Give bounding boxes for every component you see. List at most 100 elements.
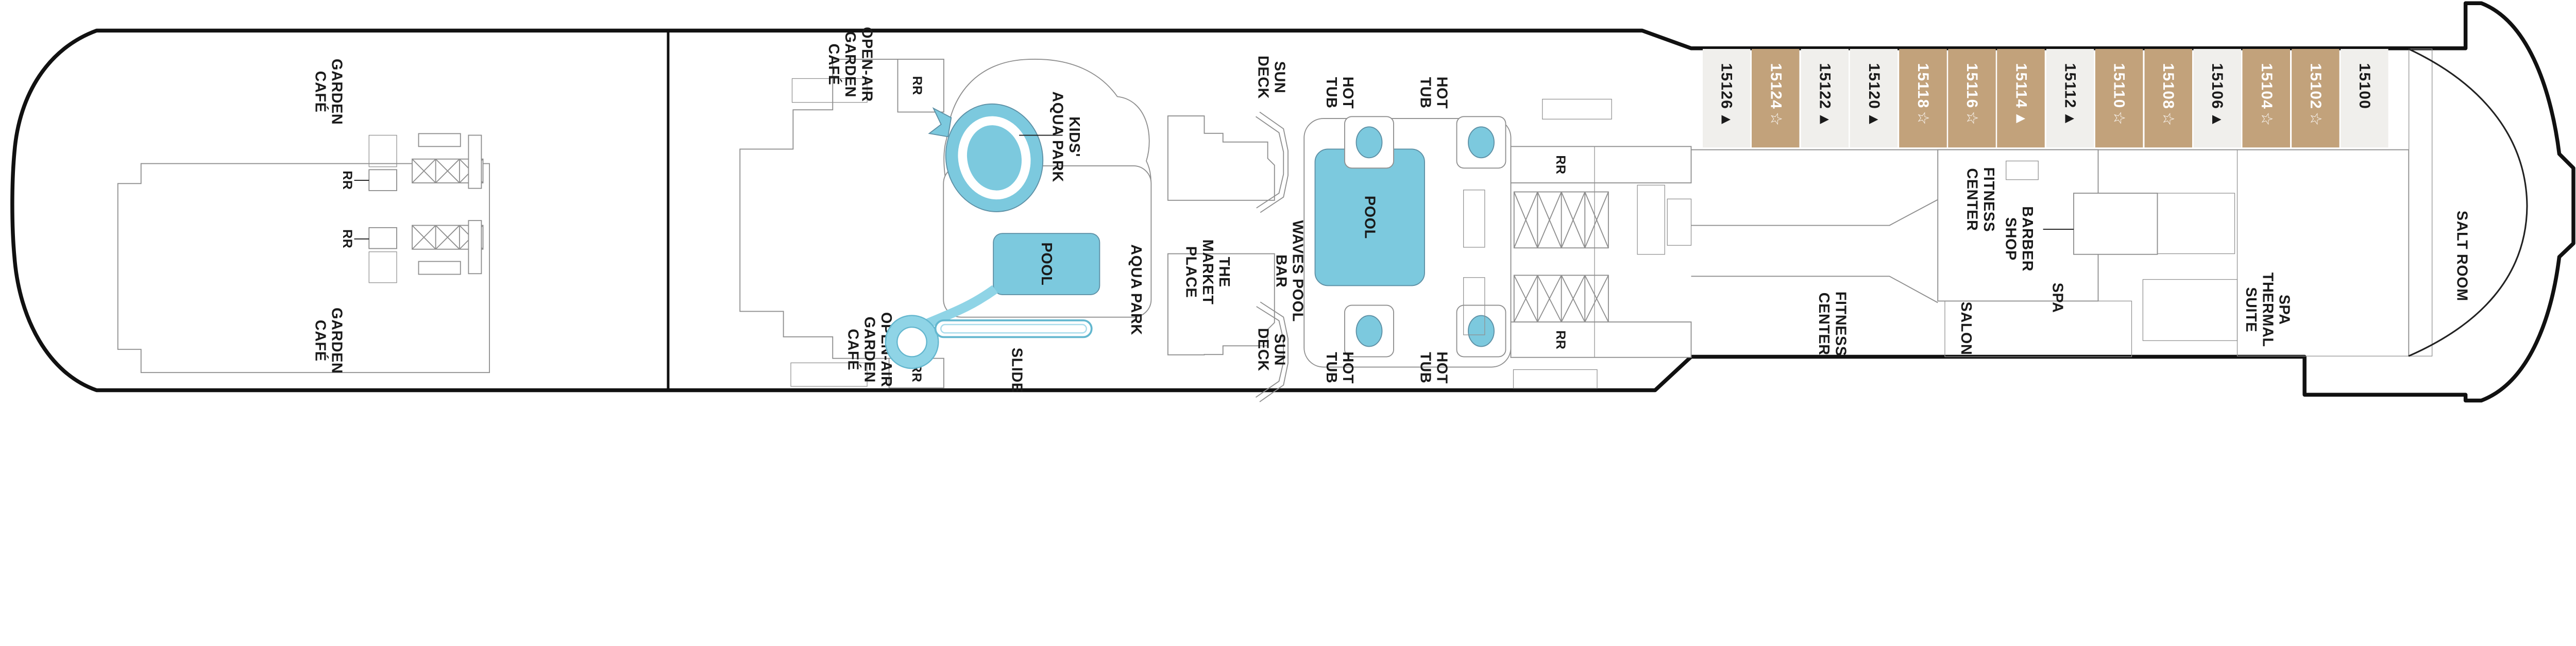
svg-text:15120▲: 15120▲ [1866, 63, 1883, 128]
cabin-15104[interactable]: 15104☆ [2242, 49, 2291, 148]
hot-tub [1355, 126, 1383, 159]
spa-label: SPA [2049, 283, 2066, 313]
stairs-block [1513, 275, 1609, 322]
stair-ladder [2006, 160, 2039, 180]
cabin-15124[interactable]: 15124☆ [1752, 49, 1800, 148]
aqua-park-label: AQUA PARK [1128, 244, 1144, 335]
open-air-deck-outline [739, 59, 898, 359]
svg-text:15116☆: 15116☆ [1963, 63, 1980, 126]
slide-label: SLIDE [1009, 348, 1025, 393]
stern-inner-curve [2408, 48, 2528, 357]
svg-text:15122▲: 15122▲ [1816, 63, 1833, 128]
cabin-15110[interactable]: 15110☆ [2095, 49, 2143, 148]
sun-deck-railing [1255, 111, 1289, 402]
hot-tub-label: HOTTUB [1417, 351, 1450, 384]
restroom-label: RR [340, 229, 354, 248]
hot-tub-pod [1456, 304, 1506, 358]
cabin-15102[interactable]: 15102☆ [2292, 49, 2340, 148]
hot-tub [1468, 315, 1495, 347]
salon-label: SALON [1958, 302, 1974, 355]
restroom-box [897, 59, 944, 113]
fitness-center-room [1937, 149, 2099, 302]
cabin-15108[interactable]: 15108☆ [2144, 49, 2193, 148]
garden-cafe-label: GARDENCAFÉ [312, 59, 345, 125]
salt-room-label: SALT ROOM [2454, 211, 2470, 301]
kiddie-pool [928, 103, 1044, 212]
gangway-hatch [1513, 369, 1598, 389]
hot-tub [1468, 126, 1495, 159]
cabin-15118[interactable]: 15118☆ [1899, 49, 1947, 148]
service-slab [468, 134, 482, 189]
market-place-room [1167, 253, 1275, 355]
fitness-center-label: FITNESSCENTER [1816, 292, 1849, 356]
hot-tub-label: HOTTUB [1323, 351, 1356, 384]
hot-tub-label: HOTTUB [1323, 77, 1356, 109]
restroom-band [1510, 146, 1692, 183]
gangway-hatch [791, 78, 868, 103]
gangway-hatch [790, 362, 868, 387]
service-box [418, 261, 461, 275]
water-slide-lane [934, 319, 1093, 338]
fitness-center-label: FITNESSCENTER [1964, 167, 1997, 232]
svg-text:15106▲: 15106▲ [2209, 63, 2226, 128]
svg-text:15124☆: 15124☆ [1767, 63, 1784, 127]
service-box [418, 133, 461, 147]
svg-text:15100: 15100 [2356, 63, 2373, 110]
hot-tub-pod [1344, 304, 1394, 358]
cabin-15100[interactable]: 15100 [2341, 49, 2388, 148]
waves-pool-bar-label: WAVES POOLBAR [1273, 220, 1306, 322]
elevator-shaft [368, 251, 397, 283]
cabin-15122[interactable]: 15122▲ [1801, 49, 1849, 148]
cabin-15116[interactable]: 15116☆ [1948, 49, 1996, 148]
garden-cafe-label: GARDENCAFÉ [312, 308, 345, 373]
salon-room [1944, 300, 2132, 358]
elevator-shaft [368, 134, 397, 167]
salt-room-corridor [2409, 48, 2433, 356]
svg-text:15114▲: 15114▲ [2013, 63, 2030, 127]
hot-tub [1355, 315, 1383, 347]
hot-tub-label: HOTTUB [1417, 77, 1450, 109]
cabin-15112[interactable]: 15112▲ [2046, 49, 2094, 148]
restroom-box [368, 169, 397, 191]
deck-plan: GARDENCAFÉ GARDENCAFÉ RR RR OPEN-AIRGARD… [10, 1, 2575, 403]
escalator [1637, 184, 1665, 255]
svg-text:15112▲: 15112▲ [2062, 63, 2079, 127]
garden-cafe-room [117, 163, 490, 373]
waves-pool-label: POOL [1362, 196, 1378, 239]
restroom-band [1510, 321, 1692, 358]
svg-text:15110☆: 15110☆ [2111, 63, 2128, 126]
service-slab [468, 220, 482, 275]
sun-deck-label: SUNDECK [1255, 328, 1287, 371]
aqua-park-pool [993, 233, 1100, 295]
open-air-garden-cafe-label: OPEN-AIRGARDENCAFÉ [825, 27, 875, 102]
stair-ladder [1463, 277, 1485, 335]
cabin-15120[interactable]: 15120▲ [1850, 49, 1898, 148]
sun-deck-label: SUNDECK [1255, 56, 1287, 99]
hot-tub-pod [1456, 116, 1506, 169]
svg-text:15104☆: 15104☆ [2258, 63, 2275, 127]
spa-room [2142, 279, 2238, 341]
market-place-label: THEMARKETPLACE [1183, 240, 1232, 305]
cabin-15114[interactable]: 15114▲ [1997, 49, 2045, 148]
hot-tub-pod [1344, 116, 1394, 169]
spa-thermal-suite-label: SPATHERMALSUITE [2243, 273, 2292, 347]
cabin-row: 15126▲ 15124☆ 15122▲ 15120▲ 15118☆ 15116… [1703, 49, 2388, 148]
hull-outline [10, 1, 2575, 403]
spa-room [2157, 193, 2235, 254]
cabin-15126[interactable]: 15126▲ [1703, 49, 1751, 148]
restroom-label: RR [340, 171, 354, 190]
svg-text:15118☆: 15118☆ [1914, 63, 1931, 126]
market-place-room [1167, 115, 1275, 201]
gangway-hatch [1542, 98, 1612, 120]
kids-aqua-park-label: KIDS'AQUA PARK [1049, 91, 1082, 182]
water-slide [885, 285, 1093, 369]
cabin-15106[interactable]: 15106▲ [2193, 49, 2242, 148]
restroom-box [368, 227, 397, 249]
aqua-park-pool-label: POOL [1038, 243, 1055, 286]
svg-text:15126▲: 15126▲ [1718, 63, 1735, 128]
stair-ladder [1463, 190, 1485, 248]
svg-text:15108☆: 15108☆ [2160, 63, 2177, 127]
restroom-label: RR [910, 76, 924, 95]
corridor-walls [1691, 199, 1938, 303]
restroom-label: RR [1553, 155, 1568, 174]
